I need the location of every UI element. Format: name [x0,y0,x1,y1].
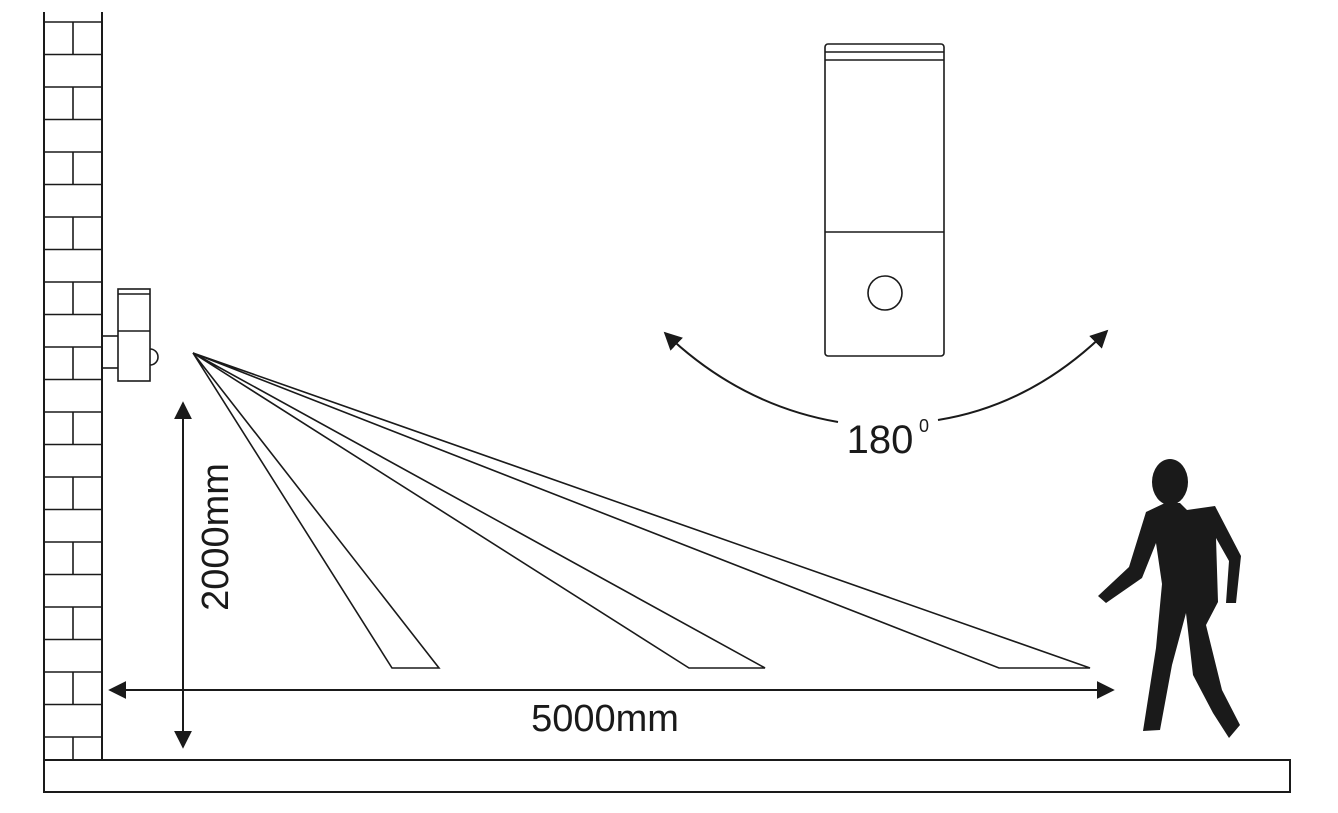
brick-wall [43,12,103,760]
angle-label: 180 [847,418,914,462]
angle-arc-arrow-right [937,329,1109,421]
detection-beams [192,352,1091,669]
height-label: 2000mm [195,463,237,611]
wall-lamp-side-view [102,288,159,382]
angle-degree-symbol: 0 [919,416,929,436]
detection-beam-2 [192,352,766,669]
distance-label: 5000mm [531,698,679,740]
motion-sensor-icon [867,275,903,311]
lamp-front-view [824,43,945,357]
angle-arc-arrow-left [663,331,839,423]
detection-beam-3 [192,352,1091,669]
walking-person-icon [1098,459,1241,738]
ground-slab [43,759,1291,793]
detection-beam-1 [192,352,441,669]
